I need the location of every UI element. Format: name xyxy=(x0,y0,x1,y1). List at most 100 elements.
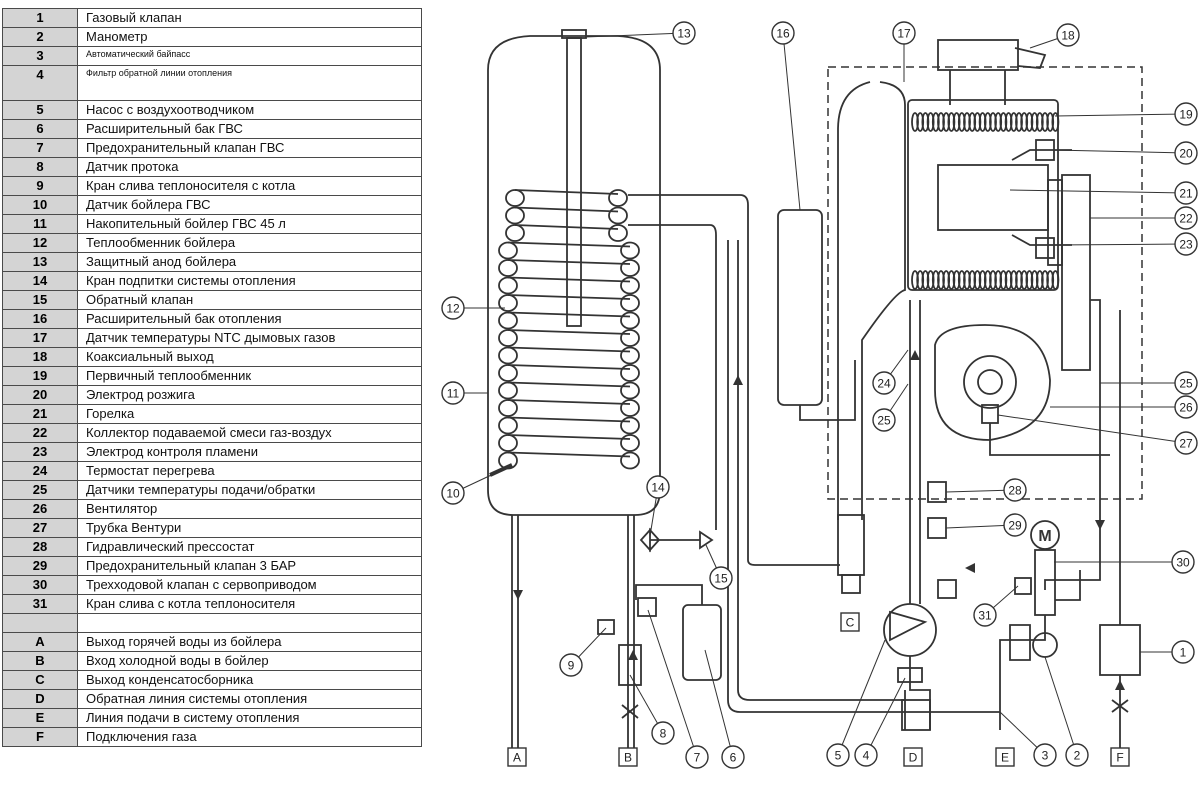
legend-key: 15 xyxy=(2,290,78,310)
flue-sensor-pipe xyxy=(837,81,906,520)
legend-key: 2 xyxy=(2,27,78,47)
callout-number: 15 xyxy=(714,572,728,586)
callout-number: 21 xyxy=(1179,187,1193,201)
legend-key: 17 xyxy=(2,328,78,348)
callout-leader xyxy=(584,32,685,38)
callout-circle xyxy=(1056,23,1080,47)
burner xyxy=(937,164,1049,231)
legend-description: Автоматический байпасс xyxy=(77,46,422,66)
callout-circle xyxy=(872,371,896,395)
connection-box xyxy=(995,747,1015,767)
hx-coil-loop xyxy=(1051,270,1060,290)
coil-loop xyxy=(498,434,518,452)
legend-key: 25 xyxy=(2,480,78,500)
connection-letter: F xyxy=(1116,751,1123,765)
callout-number: 8 xyxy=(660,727,667,741)
callout-circle xyxy=(1003,513,1027,537)
coil-segment xyxy=(507,346,631,353)
callout-circle xyxy=(1174,371,1198,395)
legend-description: Выход конденсатосборника xyxy=(77,670,422,690)
callout-circle xyxy=(1033,743,1057,767)
legend-key: 6 xyxy=(2,119,78,139)
coil-segment xyxy=(514,206,619,213)
pipe-return-line-2 xyxy=(727,240,1000,713)
coil-segment xyxy=(514,224,619,230)
connection-letter: B xyxy=(624,751,632,765)
coil-loop xyxy=(608,189,628,207)
callout-circle xyxy=(1174,102,1198,126)
pipe-flow-right xyxy=(1044,299,1101,590)
legend-description: Обратный клапан xyxy=(77,290,422,310)
legend-key: 4 xyxy=(2,65,78,101)
ignition-electrode xyxy=(1011,149,1072,161)
legend-key: 9 xyxy=(2,176,78,196)
legend-description: Датчик температуры NTC дымовых газов xyxy=(77,328,422,348)
coil-loop xyxy=(498,329,518,347)
legend-description: Линия подачи в систему отопления xyxy=(77,708,422,728)
coil-loop xyxy=(620,416,640,435)
legend-key: 30 xyxy=(2,575,78,595)
coil-loop xyxy=(620,329,640,347)
pipe-coil-bottom xyxy=(628,224,717,530)
coil-loop xyxy=(498,346,518,365)
flame-electrode-body xyxy=(1035,237,1055,259)
coil-loop xyxy=(620,381,640,400)
legend-key: B xyxy=(2,651,78,671)
coil-segment xyxy=(507,294,631,300)
coil-loop xyxy=(620,276,640,295)
callout-number: 27 xyxy=(1179,437,1193,451)
callout-number: 19 xyxy=(1179,108,1193,122)
legend-key xyxy=(2,613,78,633)
callout-circle xyxy=(721,745,745,769)
legend-key: 13 xyxy=(2,252,78,272)
legend-key: 1 xyxy=(2,8,78,28)
coil-loop xyxy=(498,399,518,417)
callout-number: 11 xyxy=(447,387,460,401)
callout-number: 22 xyxy=(1179,212,1193,226)
legend-description: Коаксиальный выход xyxy=(77,347,422,367)
callout-circle xyxy=(441,481,465,505)
coil-loop xyxy=(498,364,518,382)
primary-heat-exchanger xyxy=(907,99,1059,291)
connection-box xyxy=(903,747,923,767)
legend-key: 14 xyxy=(2,271,78,291)
legend-description: Электрод розжига xyxy=(77,385,422,405)
return-filter xyxy=(897,667,923,683)
legend-key: 22 xyxy=(2,423,78,443)
callout-number: 17 xyxy=(897,27,911,41)
callout-leader xyxy=(704,649,734,758)
coil-segment xyxy=(507,329,631,335)
fill-tap xyxy=(639,527,700,553)
coil-segment xyxy=(507,451,631,458)
legend-description: Датчик бойлера ГВС xyxy=(77,195,422,215)
pump-pipes xyxy=(904,300,931,730)
callout-leader xyxy=(1051,243,1187,246)
legend-description: Первичный теплообменник xyxy=(77,366,422,386)
three-way-valve-pipes xyxy=(999,570,1081,730)
legend-description xyxy=(77,613,422,633)
dhw-expansion-tank xyxy=(682,604,722,681)
boiler-casing xyxy=(827,66,1143,500)
legend-key: 7 xyxy=(2,138,78,158)
pump-arrow xyxy=(889,610,928,642)
coil-segment xyxy=(507,399,631,405)
callout-circle xyxy=(709,566,733,590)
legend-key: 8 xyxy=(2,157,78,177)
callout-number: 30 xyxy=(1176,556,1190,570)
legend-description: Подключения газа xyxy=(77,727,422,747)
coil-segment xyxy=(507,364,631,370)
callout-number: 24 xyxy=(877,377,891,391)
